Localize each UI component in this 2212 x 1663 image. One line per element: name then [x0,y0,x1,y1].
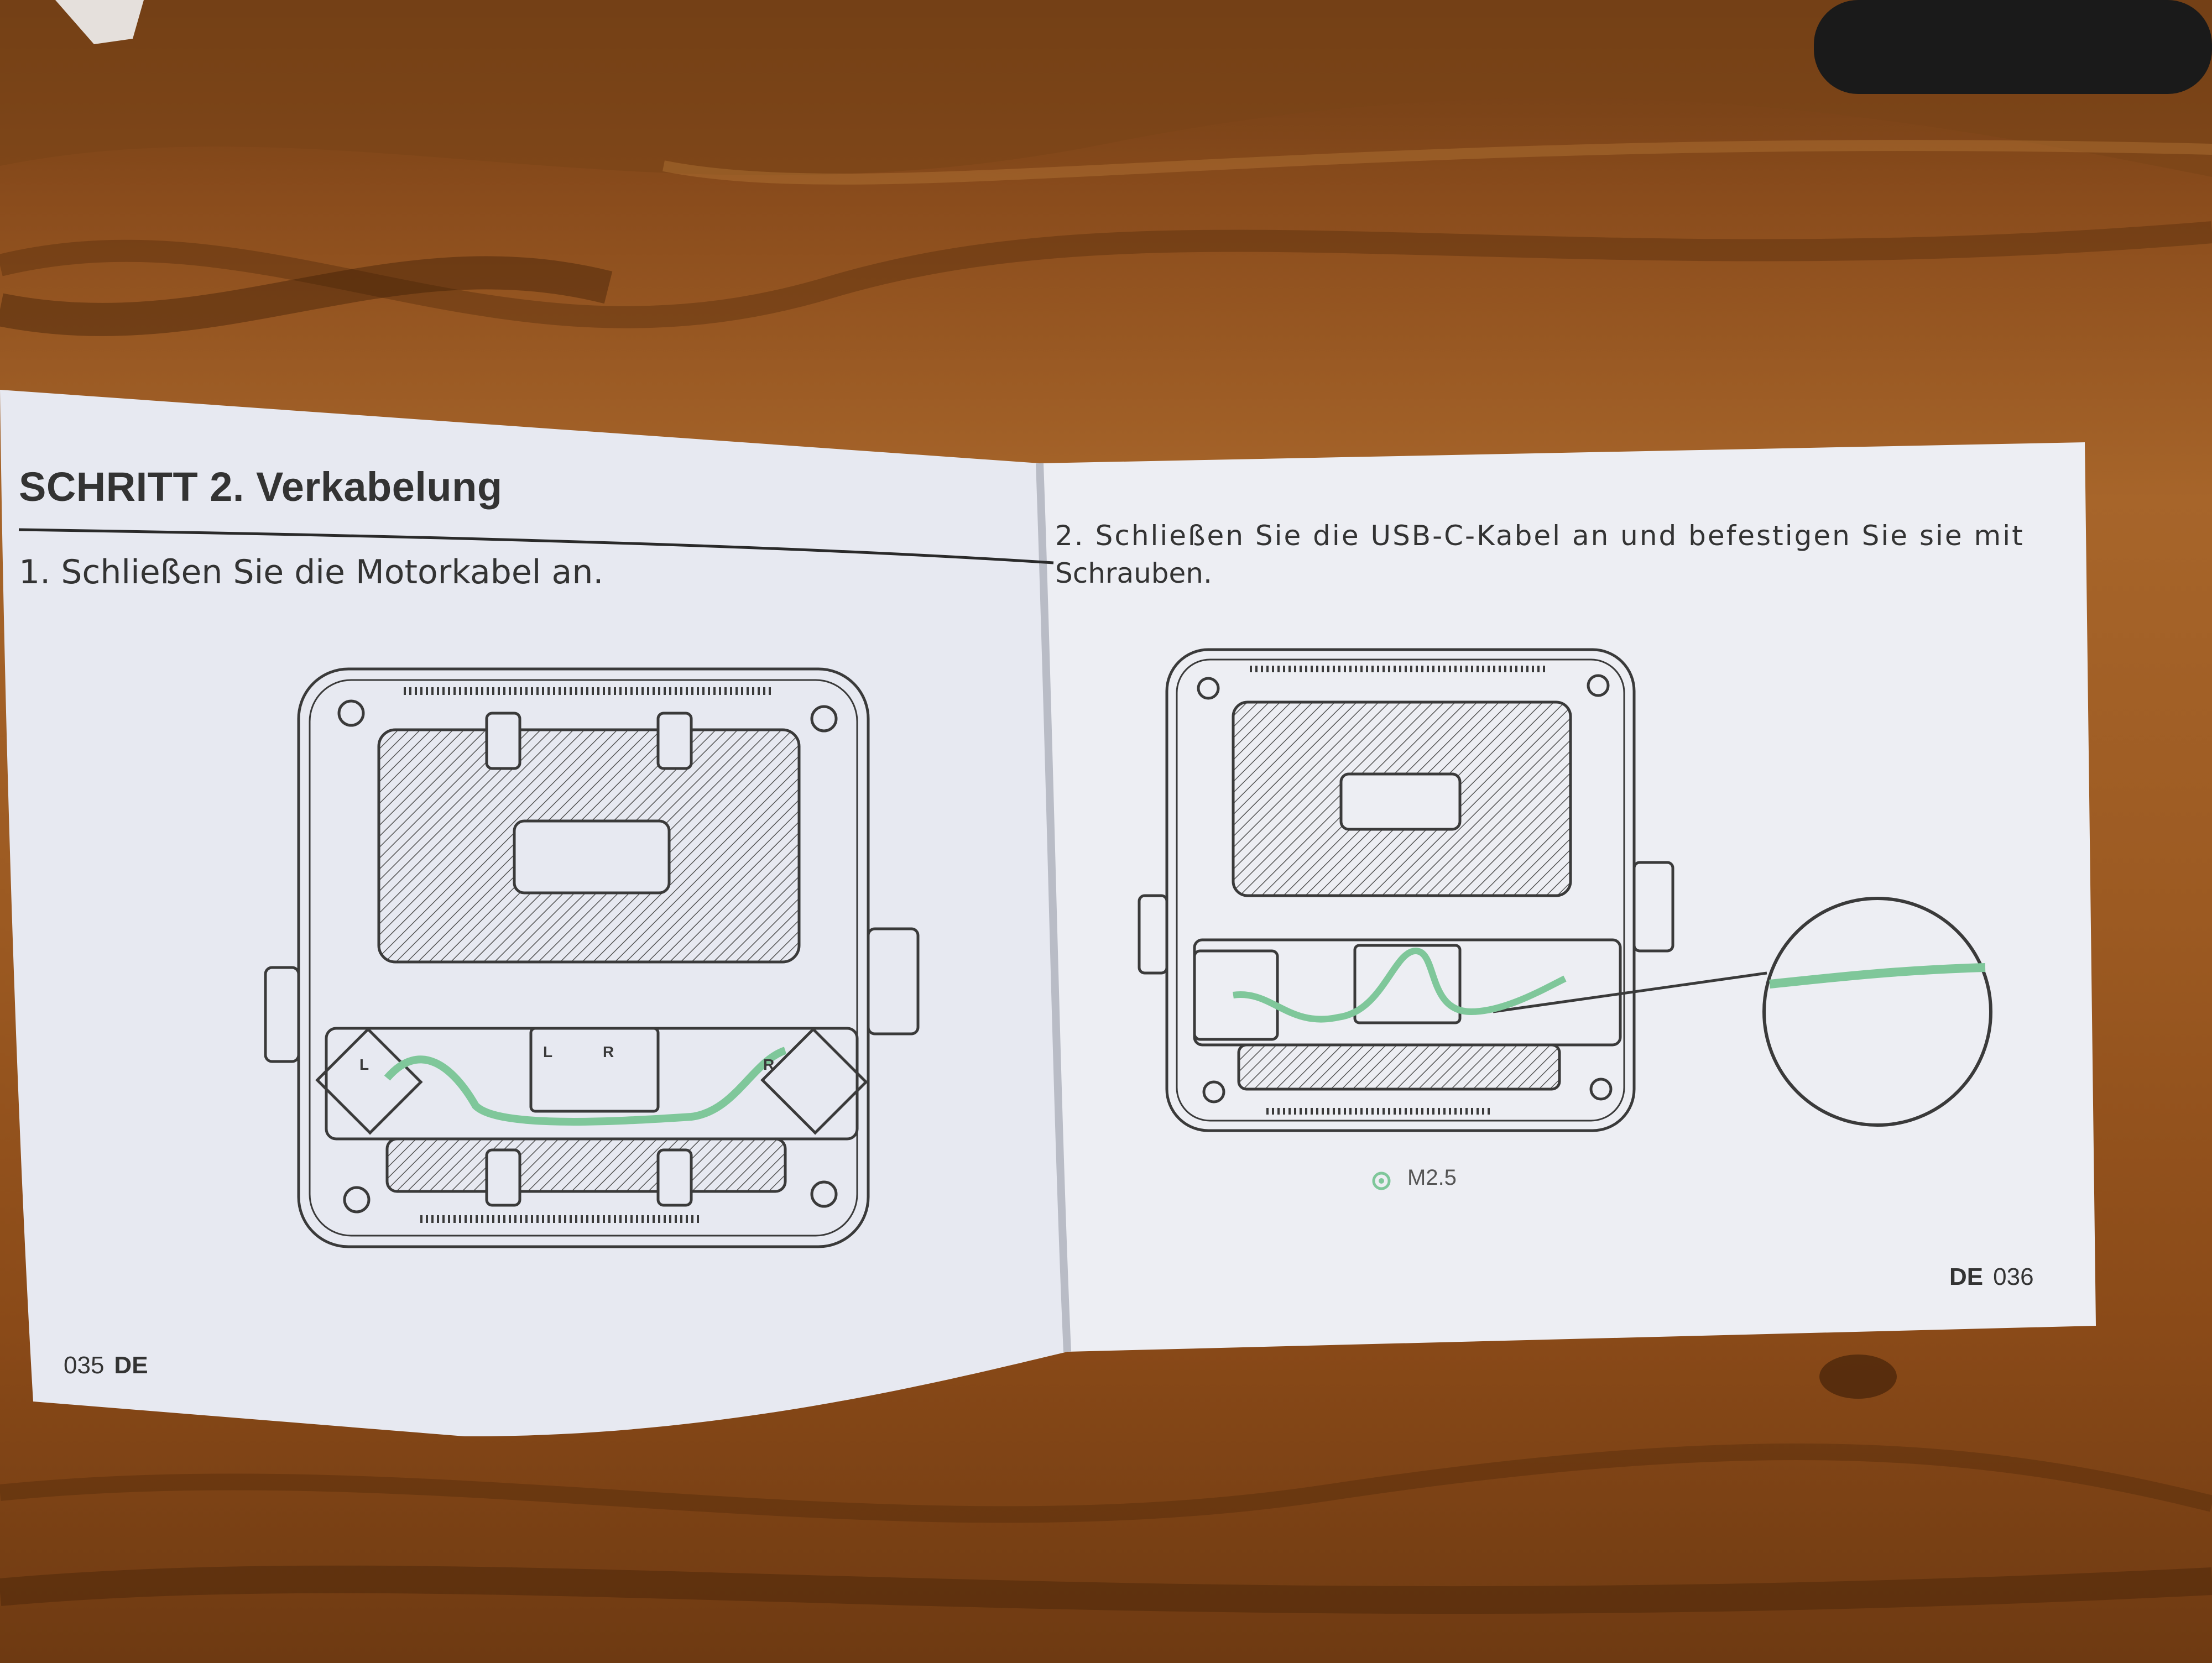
right-page-language: DE [1949,1263,1984,1290]
screw-legend: M2.5 [1407,1165,1457,1190]
page-title: SCHRITT 2. Verkabelung [19,464,503,510]
left-page-language: DE [114,1352,148,1379]
step-2-instruction-line-2: Schrauben. [1055,557,1212,589]
right-page-number: 036 [1993,1263,2034,1290]
left-page-footer: 035 DE [64,1352,148,1379]
step-1-instruction: 1. Schließen Sie die Motorkabel an. [19,553,604,592]
left-page-number: 035 [64,1352,105,1379]
right-page-footer: DE 036 [1949,1263,2034,1291]
step-2-instruction-line-1: 2. Schließen Sie die USB-C-Kabel an und … [1055,520,2025,552]
